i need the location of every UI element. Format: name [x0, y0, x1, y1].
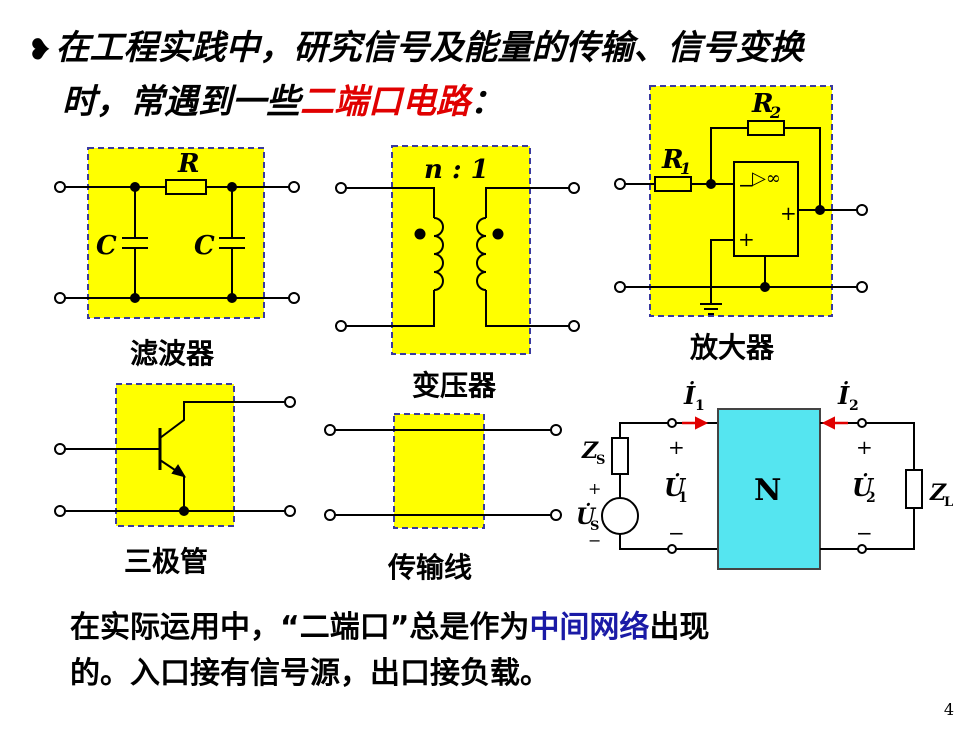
filter-c1-label: C: [96, 231, 117, 261]
network-zs-sub: S: [596, 453, 605, 468]
filter-c2-label: C: [194, 231, 215, 261]
network-u1-minus: −: [668, 521, 685, 545]
opamp-minus: −: [738, 173, 755, 197]
transformer-caption: 变压器: [412, 369, 497, 402]
network-i2-sub: 2: [849, 398, 859, 414]
footer-line2: 的。入口接有信号源，出口接负载。: [70, 656, 550, 691]
network-us-label: U̇: [576, 504, 597, 530]
title-line2-suffix: ：: [470, 82, 504, 122]
network-zs-label: Z: [581, 438, 599, 464]
amplifier-r1-sub: 1: [680, 159, 691, 178]
filter-circuit: [54, 147, 300, 319]
footer-line1-prefix: 在实际运用中，“二端口”总是作为: [70, 610, 530, 645]
network-u2-plus: +: [856, 435, 873, 459]
transistor-caption: 三极管: [124, 545, 209, 578]
network-us-plus: +: [588, 479, 601, 498]
opamp-plus-in: +: [738, 227, 755, 251]
network-u2-sub: 2: [866, 490, 876, 506]
footer-line1-suffix: 出现: [649, 610, 710, 645]
footer-text: 在实际运用中，“二端口”总是作为中间网络出现 的。入口接有信号源，出口接负载。: [70, 605, 950, 697]
network-n-label: N: [754, 473, 781, 508]
filter-resistor: [165, 179, 207, 195]
network-u2-label: U̇: [852, 473, 875, 502]
transformer-ratio-label: n : 1: [424, 155, 489, 185]
transformer-box: [391, 145, 531, 355]
opamp: [733, 161, 799, 257]
transistor-circuit: [54, 383, 296, 527]
network-u1-plus: +: [668, 435, 685, 459]
filter-r-label: R: [177, 149, 200, 179]
transmission-caption: 传输线: [388, 551, 473, 584]
two-port-network: [601, 408, 923, 570]
network-u1-label: U̇: [664, 473, 687, 502]
page-number: 4: [943, 700, 954, 719]
zs-resistor: [611, 437, 629, 475]
amplifier-r1: [654, 176, 692, 192]
slide-title: ❥在工程实践中，研究信号及能量的传输、信号变换 时，常遇到一些二端口电路：: [28, 22, 958, 128]
footer-highlight: 中间网络: [529, 610, 650, 645]
transistor-box: [115, 383, 235, 527]
network-us-minus: −: [588, 531, 601, 550]
network-zl-label: Z: [929, 480, 947, 506]
transmission-line-circuit: [324, 413, 562, 529]
amplifier-caption: 放大器: [690, 331, 775, 364]
filter-caption: 滤波器: [130, 337, 215, 370]
network-u1-sub: 1: [678, 490, 688, 506]
opamp-symbol: ▷∞: [752, 168, 781, 189]
amplifier-circuit: [614, 85, 868, 317]
footer-line1: 在实际运用中，“二端口”总是作为中间网络出现: [70, 605, 950, 651]
amplifier-r1-label: R: [661, 145, 684, 175]
transmission-box: [393, 413, 485, 529]
title-line1: 在工程实践中，研究信号及能量的传输、信号变换: [55, 28, 804, 68]
bullet-icon: ❥: [28, 33, 52, 66]
transformer-circuit: [335, 145, 580, 355]
filter-box: [87, 147, 265, 319]
network-u2-minus: −: [856, 521, 873, 545]
network-zl-sub: L: [944, 495, 953, 510]
network-i1-label: İ: [683, 381, 696, 410]
network-us-sub: S: [590, 519, 599, 534]
opamp-plus-out: +: [780, 201, 797, 225]
zl-resistor: [905, 469, 923, 509]
network-i1-sub: 1: [695, 398, 705, 414]
network-n-box: [717, 408, 821, 570]
amplifier-r2: [747, 120, 785, 136]
amplifier-r2-label: R: [751, 89, 774, 119]
amplifier-r2-sub: 2: [769, 103, 781, 122]
network-i2-label: İ: [837, 381, 850, 410]
us-source: [601, 497, 639, 535]
title-highlight: 二端口电路: [300, 82, 470, 122]
title-line2: 时，常遇到一些二端口电路：: [28, 76, 958, 128]
title-line2-prefix: 时，常遇到一些: [62, 82, 300, 122]
